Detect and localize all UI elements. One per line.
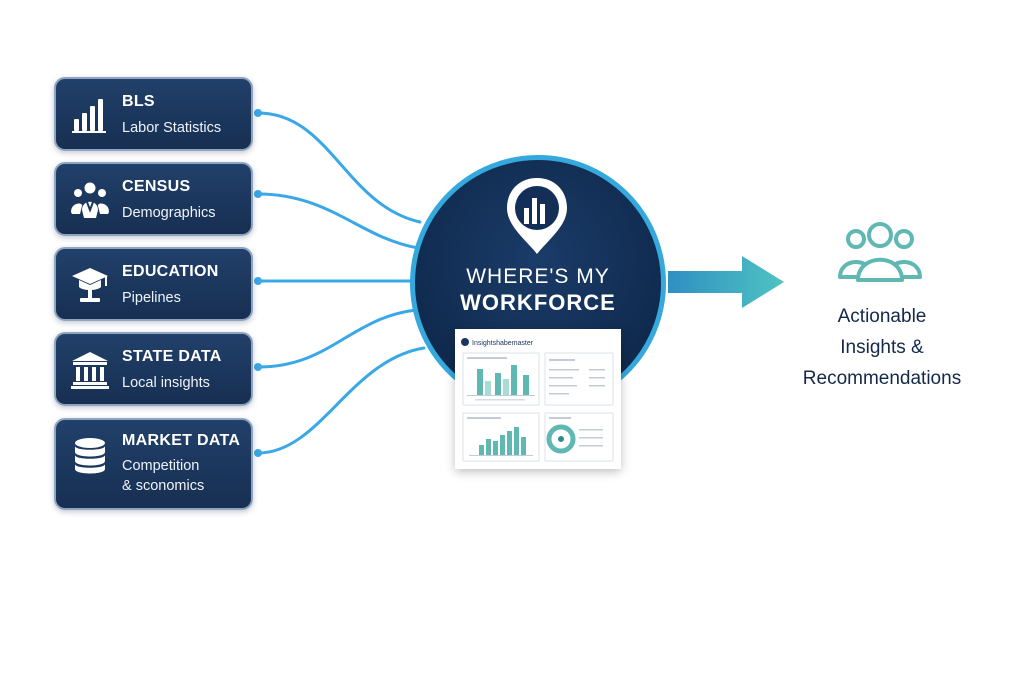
source-title: CENSUS	[122, 178, 191, 195]
connector-market	[256, 346, 426, 455]
government-building-icon	[70, 350, 110, 390]
source-subtitle: Competition & sconomics	[122, 458, 205, 494]
source-title: MARKET DATA	[122, 432, 241, 449]
connector-census	[256, 192, 420, 250]
source-subtitle: Local insights	[122, 375, 210, 391]
output-label: Actionable Insights & Recommendations	[770, 301, 994, 394]
database-icon	[70, 436, 110, 476]
hub-title-line-1: WHERE'S MY	[466, 265, 610, 288]
team-icon	[838, 222, 922, 282]
source-card-state-data: STATE DATA Local insights	[54, 332, 253, 406]
output-line-1: Actionable	[837, 306, 927, 327]
connector-dot-education	[254, 277, 262, 285]
source-subtitle: Labor Statistics	[122, 120, 222, 136]
location-pin-chart-icon	[507, 178, 567, 254]
hub-title-line-2: WORKFORCE	[460, 290, 616, 315]
connector-bls	[256, 111, 422, 224]
source-subtitle: Demographics	[122, 205, 216, 221]
source-title: STATE DATA	[122, 348, 222, 365]
people-icon	[70, 180, 110, 220]
graduation-cap-icon	[70, 265, 110, 305]
source-card-census: CENSUS Demographics	[54, 162, 253, 236]
connector-dot-census	[254, 190, 262, 198]
output-line-2: Insights &	[840, 337, 924, 358]
dashboard-title: Insightshabemaster	[472, 340, 534, 347]
connector-dot-market	[254, 449, 262, 457]
output-line-3: Recommendations	[802, 368, 962, 389]
output-arrow	[668, 256, 784, 308]
source-title: BLS	[122, 93, 155, 110]
source-card-market-data: MARKET DATA Competition & sconomics	[54, 418, 253, 510]
source-card-bls: BLS Labor Statistics	[54, 77, 253, 151]
source-subtitle: Pipelines	[122, 290, 181, 306]
source-card-education: EDUCATION Pipelines	[54, 247, 253, 321]
bar-chart-icon	[70, 95, 110, 135]
connector-dot-bls	[254, 109, 262, 117]
dashboard-preview: Insightshabemaster	[455, 329, 621, 469]
connector-state	[256, 308, 418, 369]
connector-dot-state	[254, 363, 262, 371]
source-title: EDUCATION	[122, 263, 219, 280]
